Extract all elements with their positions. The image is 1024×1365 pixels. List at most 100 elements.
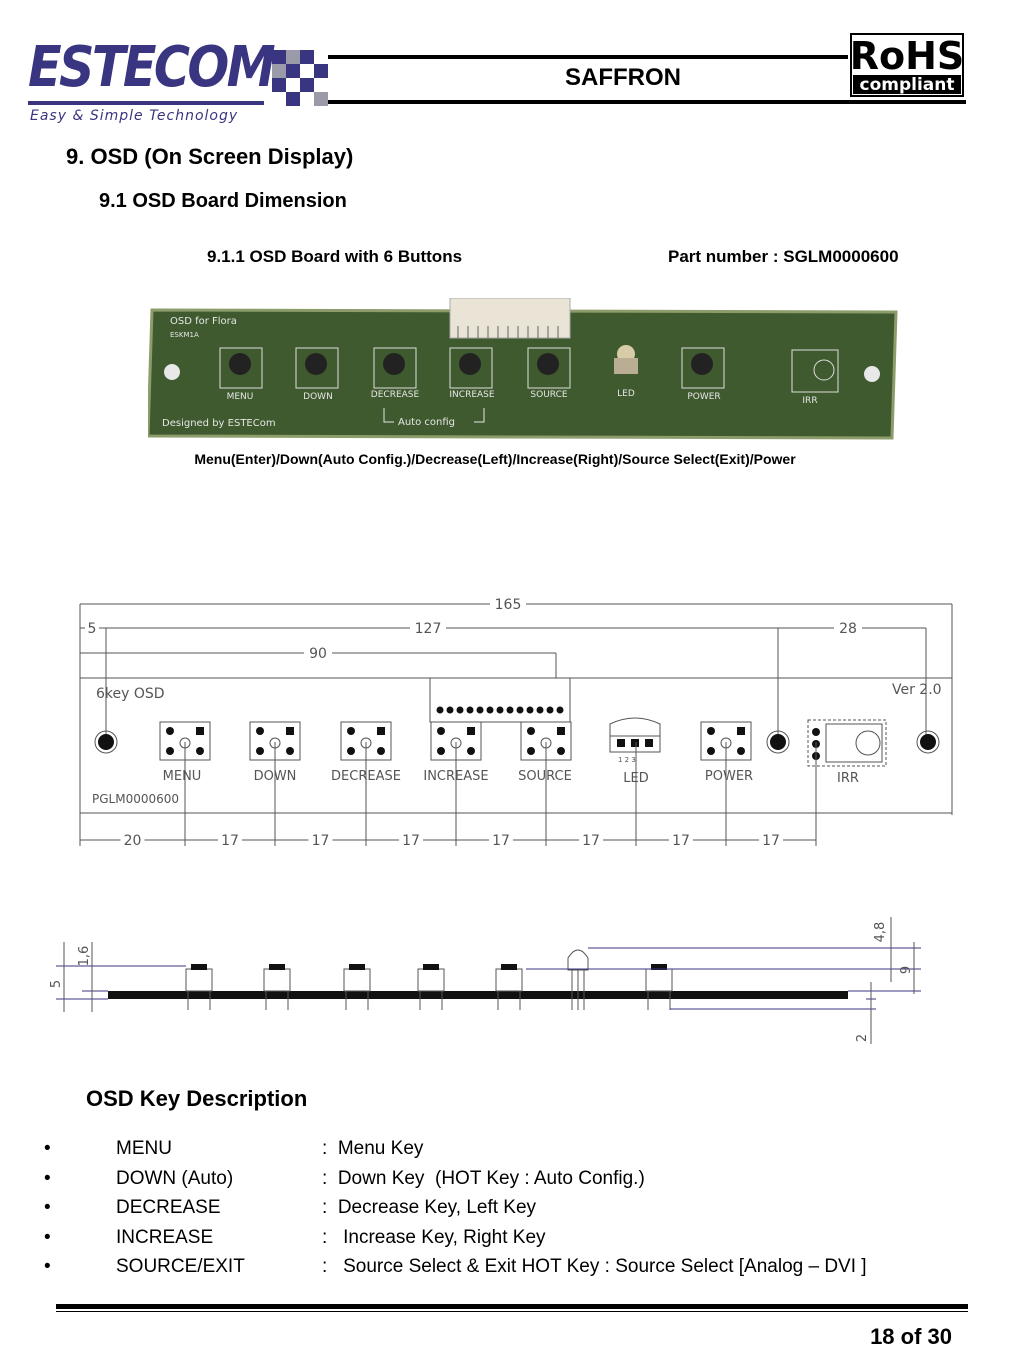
switch-pin [196, 747, 204, 755]
photo-label-down: DOWN [303, 392, 333, 402]
photo-buttons [219, 345, 839, 393]
footer-rule-thin [56, 1311, 968, 1312]
list-item: •DECREASE: Decrease Key, Left Key [44, 1196, 984, 1226]
dim-28: 28 [839, 621, 857, 637]
switch-pin [166, 727, 174, 735]
bottom-dim-label: 17 [762, 833, 780, 849]
side-switch-body [185, 968, 213, 992]
side-dim-2: 2 [855, 1034, 870, 1042]
logo-underline [28, 101, 264, 105]
bottom-dim-label: 17 [402, 833, 420, 849]
subsection-heading: 9.1 OSD Board Dimension [99, 190, 347, 212]
dim-label-bg [120, 833, 145, 847]
key-desc: : Menu Key [322, 1138, 424, 1159]
side-switch-body [343, 968, 371, 992]
switch-pin [557, 747, 565, 755]
bottom-dim-label: 17 [492, 833, 510, 849]
board-dimension-drawing: 165 127 28 90 5 6key OSD Ver 2.0 PGLM000… [79, 597, 953, 849]
list-item: •SOURCE/EXIT: Source Select & Exit HOT K… [44, 1255, 984, 1285]
side-switch-body [263, 968, 291, 992]
footer-rule-thick [56, 1304, 968, 1309]
page-number: 18 of 30 [870, 1324, 952, 1349]
switch-pin [196, 727, 204, 735]
switch-pin [256, 727, 264, 735]
osd-board-photo: OSD for Flora ESKM1A Designed by ESTECom… [148, 298, 898, 440]
switch-pin [347, 747, 355, 755]
company-logo: ESTECOM [28, 35, 276, 100]
key-description-title: OSD Key Description [86, 1086, 308, 1111]
key-name: DOWN (Auto) [116, 1167, 234, 1189]
drawing-label-power: POWER [705, 769, 753, 784]
switch-pin [347, 727, 355, 735]
header-rule-top [328, 55, 848, 59]
side-dim-9: 9 [899, 966, 914, 974]
switch-pin [557, 727, 565, 735]
bullet: • [44, 1256, 51, 1278]
bullet: • [44, 1226, 51, 1248]
subsubsection-heading: 9.1.1 OSD Board with 6 Buttons [207, 247, 463, 266]
dim-total: 165 [495, 597, 522, 613]
side-switch-cap [269, 964, 285, 970]
drawing-label-irr: IRR [837, 771, 859, 786]
dim-label-bg [669, 833, 693, 847]
bullet: • [44, 1167, 51, 1189]
side-switch-cap [501, 964, 517, 970]
dim-90: 90 [309, 646, 327, 662]
switch-pin [256, 747, 264, 755]
photo-label-irr: IRR [802, 396, 817, 406]
side-switch-cap [651, 964, 667, 970]
header-rule-bottom [328, 100, 966, 104]
side-dim-16: 1,6 [77, 946, 92, 967]
photo-board-code: ESKM1A [170, 331, 199, 339]
key-desc: : Increase Key, Right Key [322, 1226, 546, 1248]
bullet: • [44, 1197, 51, 1219]
switch-pin [737, 727, 745, 735]
switch-pin [737, 747, 745, 755]
side-switch-cap [423, 964, 439, 970]
dim-127: 127 [415, 621, 442, 637]
bottom-dim-label: 20 [124, 833, 142, 849]
switch-pin [286, 727, 294, 735]
side-switch-body [495, 968, 523, 992]
dim-label-bg [759, 833, 783, 847]
checker-logo-icon [272, 50, 328, 106]
logo-tagline: Easy & Simple Technology [30, 108, 239, 124]
list-item: • DOWN (Auto) : Down Key (HOT Key : Auto C… [44, 1167, 984, 1197]
bullet: • [44, 1138, 51, 1159]
drawing-irr [807, 719, 887, 767]
drawing-mounting-holes [94, 730, 940, 754]
dim-5: 5 [88, 621, 97, 637]
switch-pin [707, 747, 715, 755]
key-name: DECREASE [116, 1197, 221, 1219]
list-item: •INCREASE: Increase Key, Right Key [44, 1226, 984, 1256]
switch-pin [377, 747, 385, 755]
photo-label-menu: MENU [227, 392, 254, 402]
side-switch-body [417, 968, 445, 992]
photo-board-label: OSD for Flora [170, 316, 237, 327]
dim-label-bg [308, 833, 333, 847]
dim-label-bg [579, 833, 603, 847]
photo-label-decrease: DECREASE [371, 390, 420, 400]
drawing-label-source: SOURCE [518, 769, 572, 784]
drawing-label-menu: MENU [163, 769, 202, 784]
dim-label-bg [489, 833, 513, 847]
drawing-switches [159, 721, 752, 761]
rohs-text: RoHS [850, 34, 964, 78]
bottom-dim-label: 17 [312, 833, 330, 849]
key-desc: : Down Key (HOT Key : Auto Config.) [322, 1167, 645, 1189]
part-number: Part number : SGLM0000600 [668, 247, 899, 266]
photo-label-led: LED [617, 389, 635, 399]
photo-designed-by: Designed by ESTECom [162, 418, 276, 429]
switch-pin [437, 727, 445, 735]
switch-pin [286, 747, 294, 755]
switch-pin [707, 727, 715, 735]
switch-pin [377, 727, 385, 735]
dim-label-bg [399, 833, 423, 847]
key-name: SOURCE/EXIT [116, 1256, 245, 1278]
side-dim-48: 4,8 [873, 922, 888, 943]
drawing-part-code: PGLM0000600 [92, 792, 179, 806]
drawing-board-name: 6key OSD [96, 686, 165, 702]
photo-label-increase: INCREASE [449, 390, 494, 400]
switch-pin [527, 747, 535, 755]
